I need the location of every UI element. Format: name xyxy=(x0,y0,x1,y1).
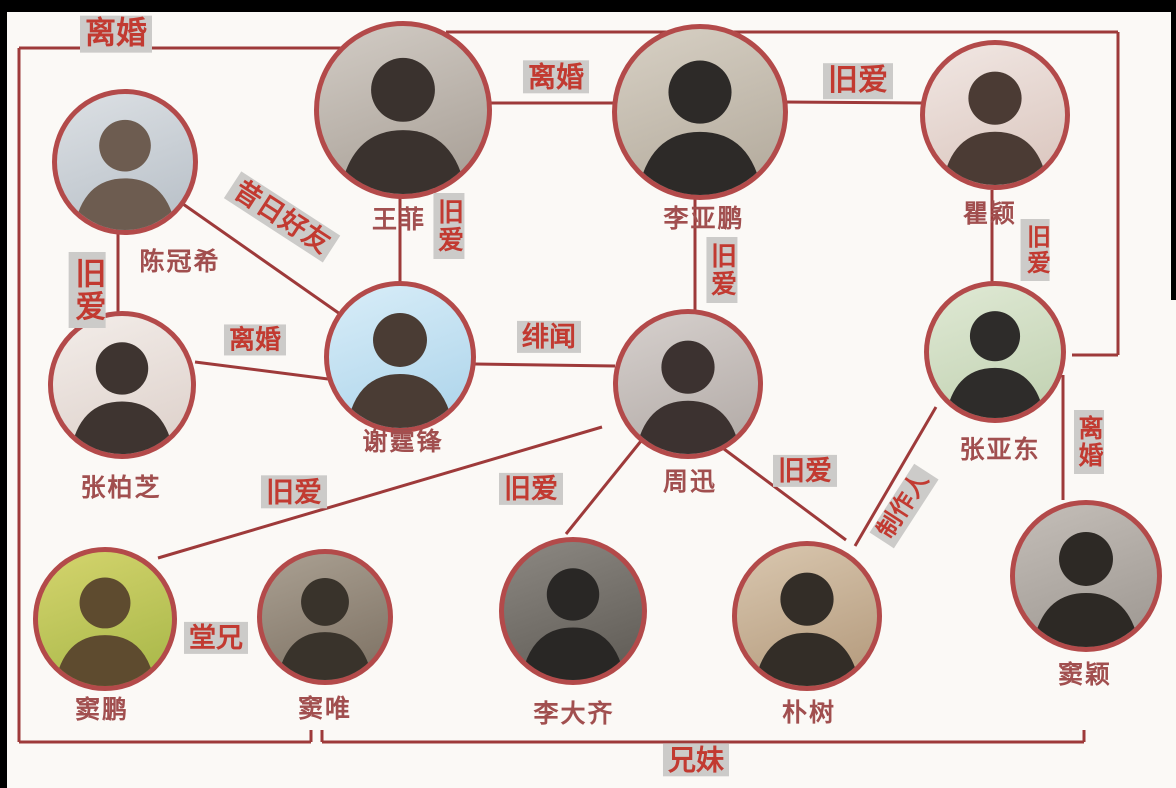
person-name-pu-shu: 朴树 xyxy=(781,699,837,727)
person-node-zhang-yadong xyxy=(924,281,1066,423)
connection-line xyxy=(782,100,923,105)
person-name-chen-guanxi: 陈冠希 xyxy=(139,248,221,276)
relationship-label-liyapeng-quying: 旧爱 xyxy=(823,63,893,99)
person-node-chen-guanxi xyxy=(52,89,198,235)
person-node-qu-ying xyxy=(920,40,1070,190)
person-node-xie-tingfeng xyxy=(324,281,476,433)
person-name-dou-peng: 窦鹏 xyxy=(74,696,130,724)
person-node-dou-peng xyxy=(33,547,177,691)
person-name-zhou-xun: 周迅 xyxy=(662,468,718,496)
relationship-label-douwei-douying: 兄妹 xyxy=(662,743,730,777)
connection-line xyxy=(182,202,341,316)
person-photo-placeholder-icon xyxy=(635,340,741,454)
person-name-wang-fei: 王菲 xyxy=(371,206,427,234)
connection-line xyxy=(157,425,603,560)
person-photo-placeholder-icon xyxy=(70,342,174,454)
relationship-label-wangfei-liyapeng: 离婚 xyxy=(522,60,590,94)
relationship-label-zhangyadong-douying: 离婚 xyxy=(1074,410,1104,474)
person-photo-placeholder-icon xyxy=(73,119,177,230)
person-node-li-daqi xyxy=(499,537,647,685)
person-photo-placeholder-icon xyxy=(945,311,1045,418)
person-photo-placeholder-icon xyxy=(942,71,1048,185)
person-node-li-yapeng xyxy=(612,24,788,200)
person-node-zhou-xun xyxy=(613,309,763,459)
person-node-dou-wei xyxy=(257,549,393,685)
person-name-xie-tingfeng: 谢霆锋 xyxy=(362,428,444,456)
relationship-label-chenguanxi-zhangbaizhi: 旧爱 xyxy=(68,252,106,328)
person-photo-placeholder-icon xyxy=(1032,531,1140,647)
person-name-li-daqi: 李大齐 xyxy=(533,700,615,728)
person-node-pu-shu xyxy=(732,541,882,691)
letterbox-bar-top xyxy=(0,0,1176,12)
person-name-dou-ying: 窦颖 xyxy=(1057,661,1113,689)
person-name-zhang-baizhi: 张柏芝 xyxy=(80,474,162,502)
person-photo-placeholder-icon xyxy=(754,572,860,686)
relationship-label-zhangbaizhi-xietingfeng: 离婚 xyxy=(223,324,287,356)
connection-line xyxy=(723,447,847,542)
relationship-label-wangfei-douwei: 离婚 xyxy=(80,15,152,53)
relationship-label-liyapeng-zhouxun: 旧爱 xyxy=(706,237,738,303)
person-name-zhang-yadong: 张亚东 xyxy=(959,436,1041,464)
relationship-label-quying-zhangyadong: 旧爱 xyxy=(1020,219,1050,281)
person-node-zhang-baizhi xyxy=(48,311,196,459)
person-name-dou-wei: 窦唯 xyxy=(297,695,353,723)
person-node-wang-fei xyxy=(314,21,492,199)
relationship-label-wangfei-xietingfeng: 旧爱 xyxy=(433,193,465,259)
person-photo-placeholder-icon xyxy=(346,312,454,428)
person-name-li-yapeng: 李亚鹏 xyxy=(663,205,745,233)
person-photo-placeholder-icon xyxy=(54,577,156,686)
relationship-label-zhouxun-lidaqi: 旧爱 xyxy=(499,472,563,506)
person-photo-placeholder-icon xyxy=(339,57,467,194)
relationship-label-zhouxun-doupeng: 旧爱 xyxy=(260,475,328,509)
connection-line xyxy=(853,406,938,547)
relationship-label-zhouxun-pushu: 旧爱 xyxy=(773,454,837,488)
letterbox-bar-left xyxy=(0,0,7,788)
connection-line xyxy=(564,440,643,535)
relationship-label-doupeng-douwei: 堂兄 xyxy=(184,621,248,655)
person-node-dou-ying xyxy=(1010,500,1162,652)
person-photo-placeholder-icon xyxy=(521,568,625,680)
connection-line xyxy=(474,362,616,368)
letterbox-bar-right xyxy=(1171,0,1176,300)
relationship-label-xietingfeng-zhouxun: 绯闻 xyxy=(517,320,581,354)
connection-line xyxy=(194,360,329,381)
person-photo-placeholder-icon xyxy=(637,60,763,195)
person-photo-placeholder-icon xyxy=(277,577,373,680)
person-name-qu-ying: 瞿颖 xyxy=(962,200,1018,228)
